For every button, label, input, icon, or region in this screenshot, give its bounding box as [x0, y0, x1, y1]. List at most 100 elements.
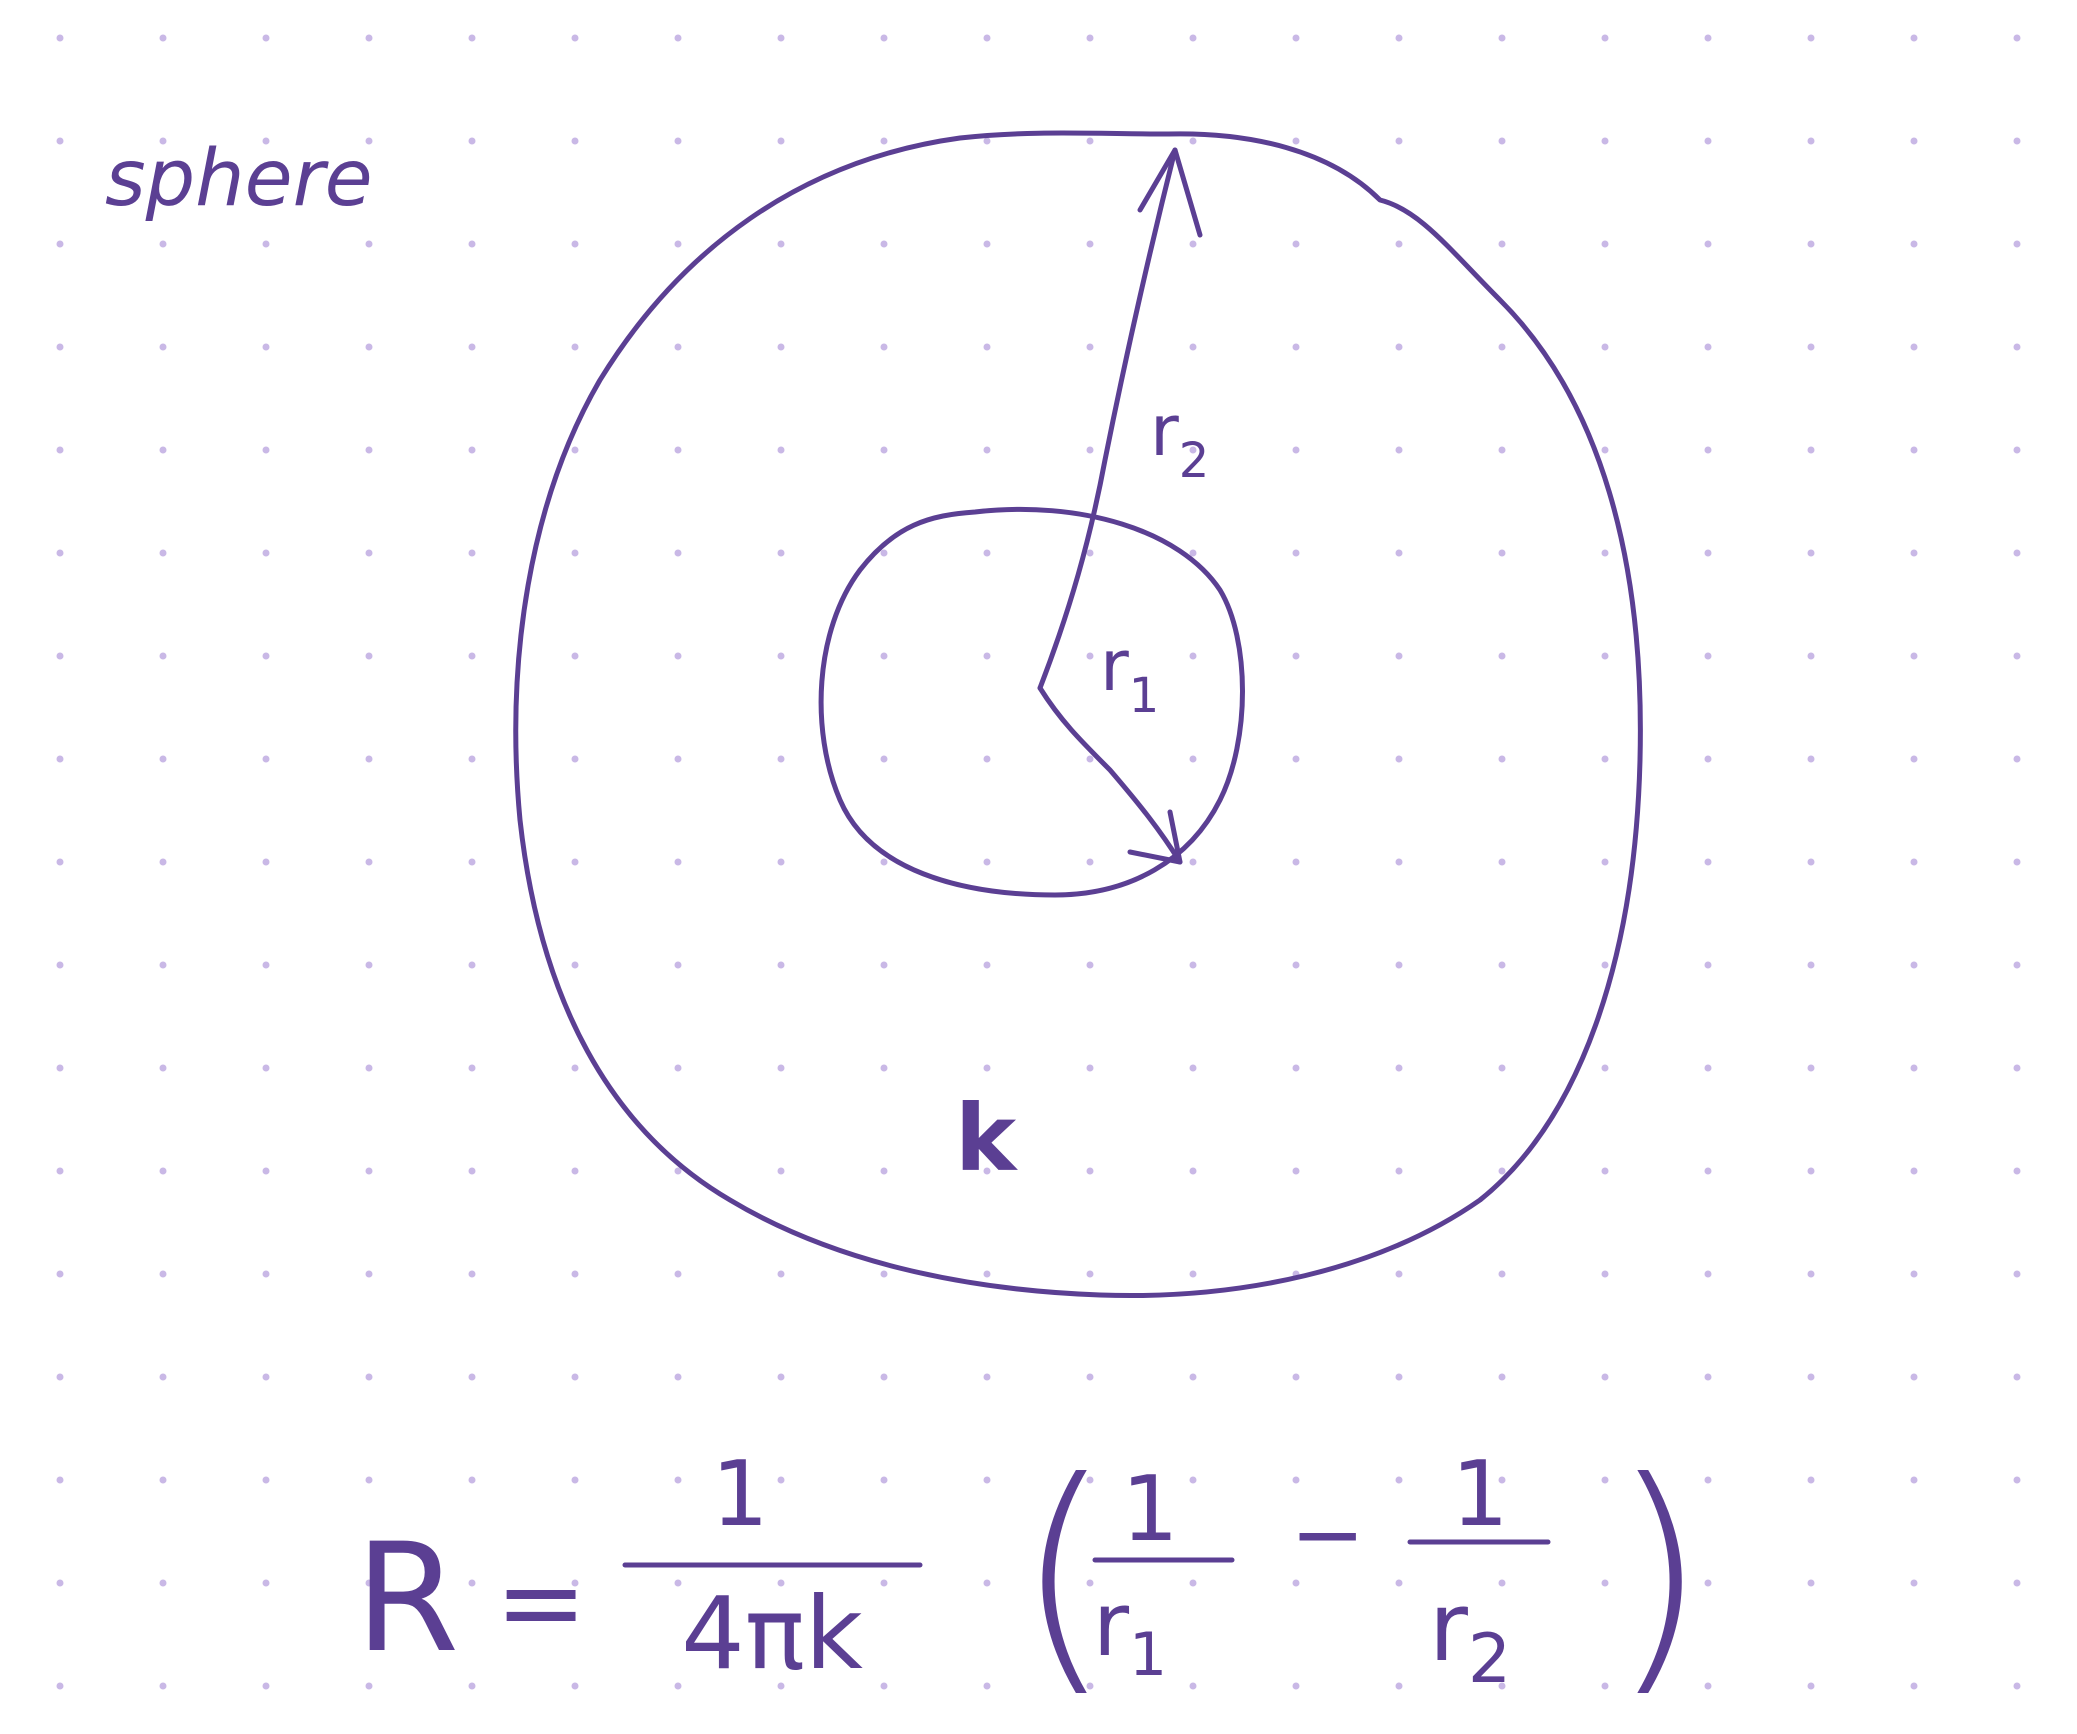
grid-dot: [1498, 1682, 1506, 1690]
grid-dot: [365, 34, 373, 42]
grid-dot: [1189, 961, 1197, 969]
grid-dot: [262, 137, 270, 145]
grid-dot: [1189, 858, 1197, 866]
grid-dot: [571, 1167, 579, 1175]
equation-equals: =: [495, 1538, 587, 1666]
grid-dot: [1086, 1682, 1094, 1690]
grid-dot: [56, 137, 64, 145]
fraction-3-denominator: r2: [1429, 1573, 1511, 1699]
grid-dot: [1807, 446, 1815, 454]
grid-dot: [1395, 34, 1403, 42]
grid-dot: [1704, 652, 1712, 660]
grid-dot: [1395, 446, 1403, 454]
grid-dot: [880, 34, 888, 42]
grid-dot: [1189, 1167, 1197, 1175]
grid-dot: [674, 961, 682, 969]
grid-dot: [1086, 1167, 1094, 1175]
grid-dot: [674, 1373, 682, 1381]
grid-dot: [1395, 1167, 1403, 1175]
grid-dot: [1704, 1476, 1712, 1484]
grid-dot: [1704, 343, 1712, 351]
grid-dot: [777, 755, 785, 763]
grid-dot: [1704, 240, 1712, 248]
grid-dot: [159, 1579, 167, 1587]
grid-dot: [1807, 1270, 1815, 1278]
grid-dot: [1910, 1373, 1918, 1381]
grid-dot: [2013, 1579, 2021, 1587]
grid-dot: [1807, 652, 1815, 660]
grid-dot: [1807, 1682, 1815, 1690]
grid-dot: [571, 1682, 579, 1690]
grid-dot: [983, 34, 991, 42]
grid-dot: [1498, 1064, 1506, 1072]
grid-dot: [1910, 446, 1918, 454]
grid-dot: [1807, 961, 1815, 969]
grid-dot: [674, 240, 682, 248]
grid-dot: [1086, 137, 1094, 145]
grid-dot: [262, 858, 270, 866]
grid-dot: [1704, 549, 1712, 557]
grid-dot: [56, 1373, 64, 1381]
grid-dot: [1910, 240, 1918, 248]
grid-dot: [1086, 1064, 1094, 1072]
grid-dot: [262, 240, 270, 248]
grid-dot: [1395, 961, 1403, 969]
grid-dot: [1910, 961, 1918, 969]
grid-dot: [1189, 1270, 1197, 1278]
inner-sphere-outline: [818, 506, 1245, 898]
grid-dot: [983, 652, 991, 660]
grid-dot: [1807, 858, 1815, 866]
equation-left-paren: (: [1015, 1428, 1113, 1719]
grid-dot: [1189, 1373, 1197, 1381]
grid-dot: [674, 549, 682, 557]
grid-dot: [1292, 549, 1300, 557]
grid-dot: [1498, 652, 1506, 660]
grid-dot: [159, 1373, 167, 1381]
grid-dot: [1601, 858, 1609, 866]
grid-dot: [468, 1167, 476, 1175]
grid-dot: [571, 549, 579, 557]
grid-dot: [571, 343, 579, 351]
grid-dot: [365, 652, 373, 660]
grid-dot: [1189, 1579, 1197, 1587]
grid-dot: [468, 961, 476, 969]
grid-dot: [159, 1682, 167, 1690]
grid-dot: [880, 1270, 888, 1278]
grid-dot: [1498, 1270, 1506, 1278]
grid-dot: [1395, 652, 1403, 660]
grid-dot: [1189, 240, 1197, 248]
grid-dot: [674, 1167, 682, 1175]
grid-dot: [365, 549, 373, 557]
grid-dot: [56, 858, 64, 866]
grid-dot: [365, 1373, 373, 1381]
grid-dot: [1601, 1373, 1609, 1381]
grid-dot: [1807, 549, 1815, 557]
grid-dot: [674, 34, 682, 42]
grid-dot: [56, 1167, 64, 1175]
grid-dot: [56, 961, 64, 969]
grid-dot: [1498, 1167, 1506, 1175]
outer-radius-label: r2: [1150, 390, 1209, 489]
grid-dot: [1807, 343, 1815, 351]
fraction-1-numerator: 1: [711, 1442, 768, 1547]
grid-dot: [777, 1476, 785, 1484]
grid-dot: [468, 1373, 476, 1381]
grid-dot: [365, 1476, 373, 1484]
grid-dot: [983, 858, 991, 866]
grid-dot: [1498, 858, 1506, 866]
grid-dot: [571, 755, 579, 763]
grid-dot: [56, 34, 64, 42]
grid-dot: [777, 549, 785, 557]
grid-dot: [674, 1270, 682, 1278]
grid-dot: [1292, 652, 1300, 660]
grid-dot: [1395, 1270, 1403, 1278]
grid-dot: [880, 1167, 888, 1175]
grid-dot: [1086, 240, 1094, 248]
grid-dot: [1189, 1476, 1197, 1484]
grid-dot: [1807, 137, 1815, 145]
grid-dot: [1601, 1476, 1609, 1484]
grid-dot: [777, 1373, 785, 1381]
grid-dot: [1189, 446, 1197, 454]
grid-dot: [468, 549, 476, 557]
grid-dot: [777, 240, 785, 248]
